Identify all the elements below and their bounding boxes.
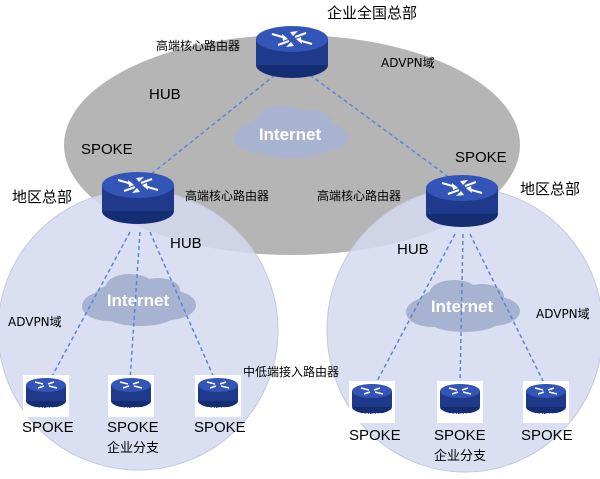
link-hq-left xyxy=(149,74,276,176)
right-router-type-label: 高端核心路由器 xyxy=(317,189,402,203)
spoke-l2-label: SPOKE xyxy=(107,419,159,436)
right-spoke-router-2-icon: ROUTER xyxy=(437,381,483,423)
router-tag: ROUTER xyxy=(35,407,57,413)
link-left-spoke2 xyxy=(129,231,141,381)
link-right-spoke1 xyxy=(374,233,456,386)
spoke-r2-label: SPOKE xyxy=(434,427,486,444)
right-spoke-role-label: SPOKE xyxy=(455,149,507,166)
right-domain-label: ADVPN域 xyxy=(536,307,590,321)
router-tag: ROUTER xyxy=(361,413,383,419)
left-router-type-label: 高端核心路由器 xyxy=(185,189,270,203)
right-hub-role-label: HUB xyxy=(397,241,429,258)
left-spoke-role-label: SPOKE xyxy=(81,141,133,158)
router-tag: ROUTER xyxy=(449,413,471,419)
spoke-r3-label: SPOKE xyxy=(521,427,573,444)
branch-r2-label: 企业分支 xyxy=(434,449,487,464)
right-core-router-icon xyxy=(425,174,499,228)
spoke-l1-label: SPOKE xyxy=(22,419,74,436)
right-spoke-router-1-icon: ROUTER xyxy=(349,381,395,423)
branch-l2-label: 企业分支 xyxy=(107,441,160,456)
hq-name-label: 企业全国总部 xyxy=(327,4,418,22)
left-region-name-label: 地区总部 xyxy=(12,188,73,206)
spoke-l3-label: SPOKE xyxy=(194,419,246,436)
right-spoke-router-3-icon: ROUTER xyxy=(523,381,569,423)
left-domain-label: ADVPN域 xyxy=(8,315,62,329)
left-spoke-router-3-icon: ROUTER xyxy=(195,375,241,417)
left-hub-role-label: HUB xyxy=(170,235,202,252)
link-left-spoke3 xyxy=(149,231,216,381)
hq-router-type-label: 高端核心路由器 xyxy=(156,39,241,53)
hq-core-router-icon xyxy=(255,25,329,79)
spoke-r1-label: SPOKE xyxy=(349,427,401,444)
left-cloud-label: Internet xyxy=(107,291,170,310)
link-right-spoke3 xyxy=(469,233,546,386)
branch-router-type-label: 中低端接入路由器 xyxy=(243,365,340,379)
left-core-router-icon xyxy=(101,171,175,225)
hq-cloud-label: Internet xyxy=(259,125,322,144)
hq-domain-label: ADVPN域 xyxy=(381,56,435,70)
link-hq-right xyxy=(309,74,451,179)
hq-hub-role-label: HUB xyxy=(149,86,181,103)
left-spoke-router-2-icon: ROUTER xyxy=(108,375,154,417)
advpn-links xyxy=(49,74,546,386)
link-left-spoke1 xyxy=(49,231,131,381)
right-region-name-label: 地区总部 xyxy=(520,180,581,198)
router-tag: ROUTER xyxy=(535,413,557,419)
router-tag: ROUTER xyxy=(207,407,229,413)
router-tag: ROUTER xyxy=(120,407,142,413)
left-spoke-router-1-icon: ROUTER xyxy=(23,375,69,417)
